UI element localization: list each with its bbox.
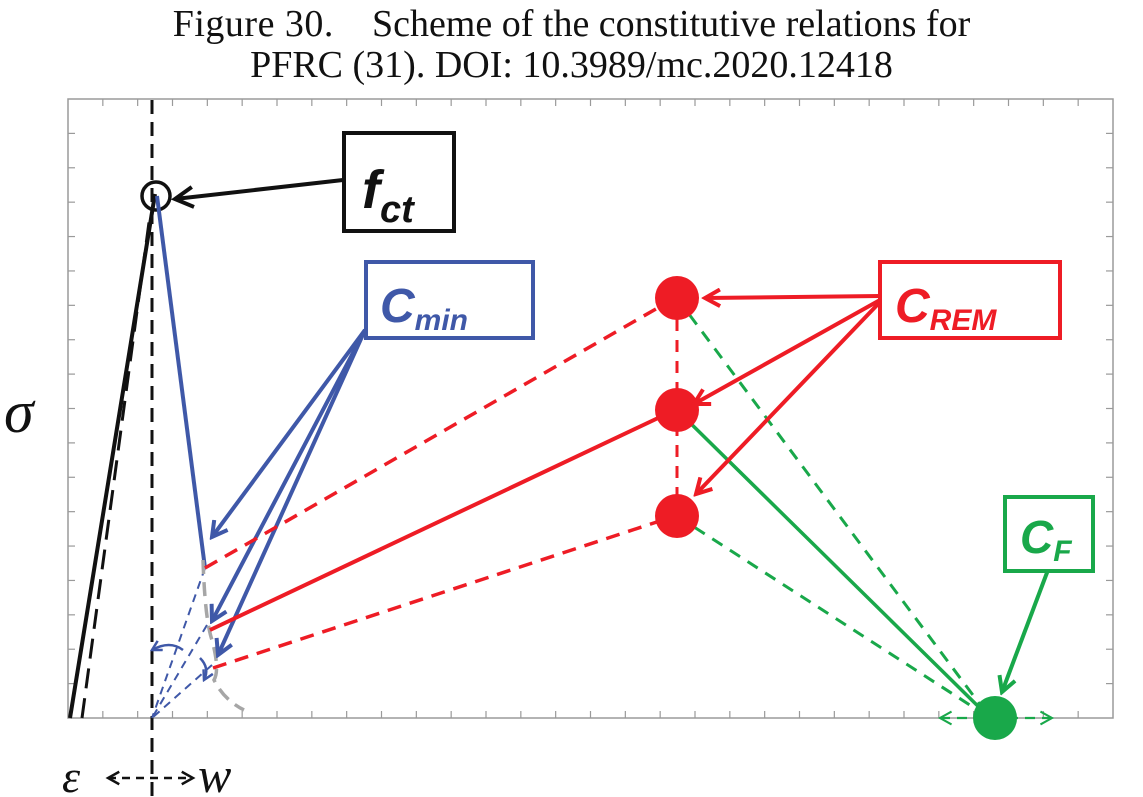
- crem-arrow-1: [705, 296, 881, 298]
- cmin-arrow-2: [212, 329, 367, 621]
- cf-label-box: [1003, 495, 1095, 573]
- cmin-arrow-1: [212, 328, 367, 537]
- crem-arrow-2: [694, 298, 881, 404]
- cf-subscript: F: [1053, 535, 1072, 568]
- cmin-label: Cmin: [380, 280, 468, 337]
- figure-number: Figure 30.: [172, 3, 334, 45]
- crem-arrow-3: [696, 300, 882, 494]
- epsilon-label: ε: [62, 751, 81, 797]
- cf-lower-dashed: [676, 514, 991, 720]
- gray-envelope-curve: [201, 559, 245, 712]
- cf-label: CF: [1020, 511, 1072, 568]
- cmin-dashed-1: [151, 567, 206, 719]
- crem-label: CREM: [895, 280, 997, 337]
- fct-main-text: f: [362, 160, 385, 220]
- cmin-softening-line: [155, 195, 207, 569]
- elastic-branch-dashed: [80, 214, 152, 719]
- figure-caption: Figure 30. Scheme of the constitutive re…: [0, 4, 1143, 86]
- cmin-main-text: C: [380, 280, 416, 333]
- caption-title: Scheme of the constitutive relations for: [371, 3, 971, 45]
- cmin-dashed-2: [151, 624, 208, 719]
- elastic-branch-solid: [68, 193, 157, 719]
- crem-middle-solid: [209, 408, 676, 632]
- axis-ticks: [68, 99, 1113, 718]
- fct-subscript: ct: [380, 189, 415, 231]
- crem-point-middle: [655, 388, 699, 432]
- cf-point: [973, 696, 1017, 740]
- sigma-label: σ: [4, 379, 36, 445]
- crem-point-upper: [655, 276, 699, 320]
- cf-upper-dashed: [675, 297, 992, 719]
- cmin-label-box: [364, 260, 535, 340]
- crem-label-box: [878, 260, 1062, 340]
- crem-main-text: C: [895, 280, 931, 333]
- fct-arrow: [175, 178, 344, 199]
- crem-lower-dashed: [212, 514, 676, 670]
- cf-arrow: [1002, 569, 1050, 692]
- fct-label: fct: [362, 160, 415, 231]
- crem-point-lower: [655, 494, 699, 538]
- cmin-arrow-3: [218, 329, 367, 655]
- cmin-subscript: min: [415, 304, 468, 337]
- cmin-curl-arrow: [152, 645, 184, 650]
- w-label: w: [198, 747, 231, 797]
- cf-main-text: C: [1020, 511, 1054, 563]
- cf-middle-solid: [675, 408, 992, 720]
- crem-subscript: REM: [930, 304, 998, 337]
- caption-line-1: Figure 30. Scheme of the constitutive re…: [0, 4, 1143, 45]
- cmin-curl-arrow-2: [199, 657, 206, 680]
- fct-label-box: [342, 131, 456, 233]
- fct-point-circle: [140, 180, 172, 212]
- caption-line-2: PFRC (31). DOI: 10.3989/mc.2020.12418: [250, 44, 893, 86]
